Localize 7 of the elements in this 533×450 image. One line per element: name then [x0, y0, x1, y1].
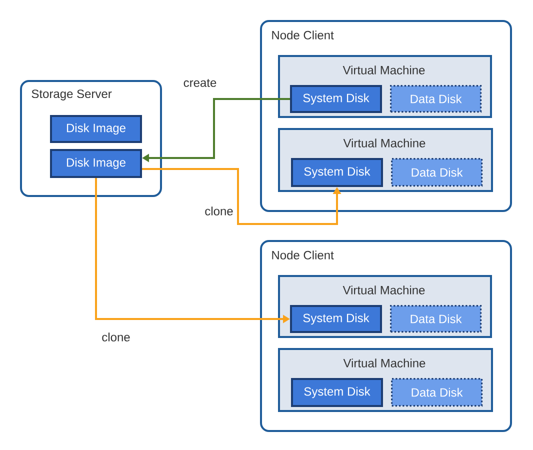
edge-label: clone [100, 332, 132, 342]
edge-label: clone [204, 206, 234, 216]
dotted-box: Data Disk [391, 378, 483, 407]
dotted-box: Data Disk [391, 158, 483, 187]
edge-label: create [182, 78, 218, 88]
dotted-box: Data Disk [390, 305, 482, 333]
dotted-box: Data Disk [390, 85, 482, 113]
